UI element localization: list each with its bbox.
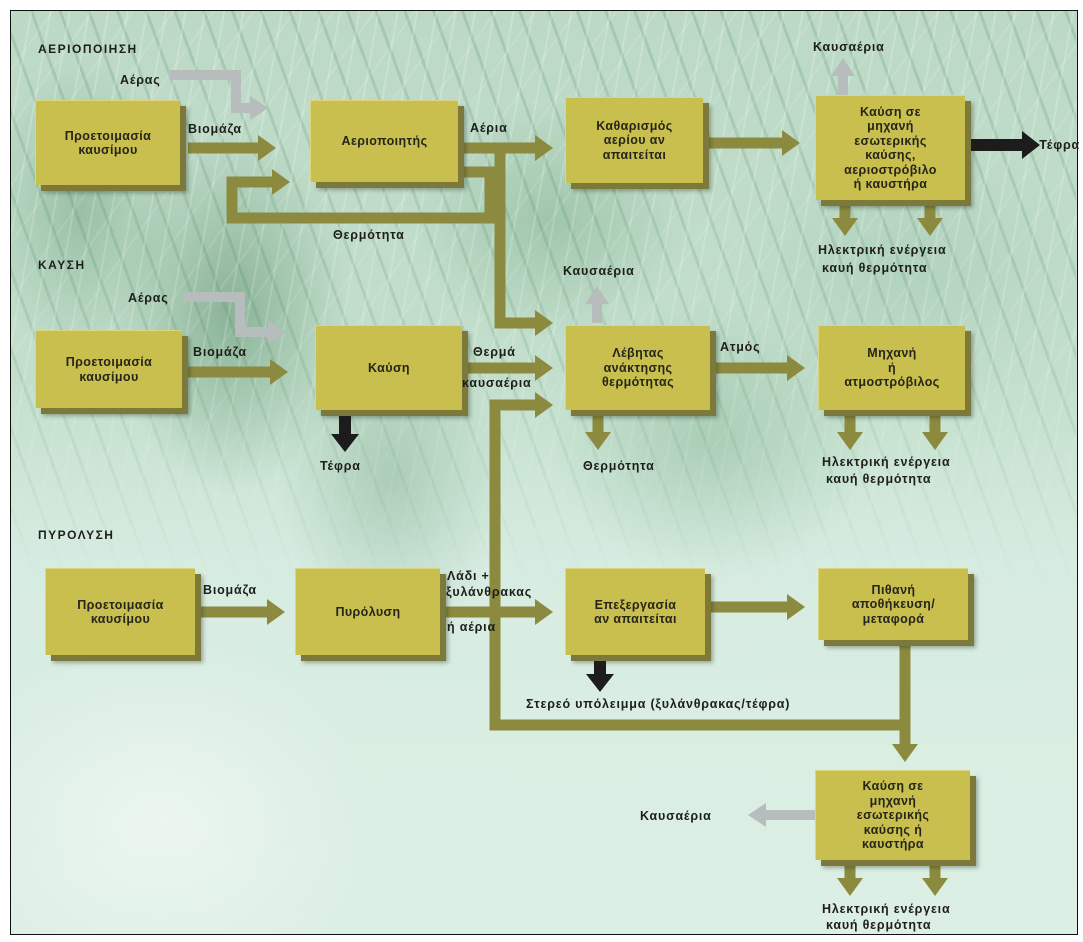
processing-box: Επεξεργασία αν απαιτείται (565, 568, 705, 655)
products-label-line2: ξυλάνθρακας (446, 585, 532, 599)
engine-label-pyrolysis: Καύση σε μηχανή εσωτερικής καύσης ή καυσ… (856, 779, 930, 852)
output-label-gasification-line1: Ηλεκτρική ενέργεια (818, 243, 947, 257)
output-label-pyrolysis-line1: Ηλεκτρική ενέργεια (822, 902, 951, 916)
fuel-preparation-box-gasification: Προετοιμασία καυσίμου (35, 100, 180, 185)
heat-label-boiler: Θερμότητα (583, 459, 655, 473)
products-label-line1: Λάδι + (447, 569, 490, 583)
heat-recovery-boiler-label: Λέβητας ανάκτησης θερμότητας (602, 346, 674, 390)
exhaust-label-gasification: Καυσαέρια (813, 40, 885, 54)
gas-branch-to-boiler-arrow (494, 148, 553, 336)
air-label-gasification: Αέρας (120, 73, 161, 87)
output-label-gasification-line2: καυή θερμότητα (822, 261, 928, 275)
gas-cleaning-label: Καθαρισμός αερίου αν απαιτείται (596, 118, 673, 162)
recycle-to-boiler-arrow (489, 392, 905, 731)
fuel-preparation-box-combustion: Προετοιμασία καυσίμου (35, 330, 182, 408)
fuel-preparation-box-pyrolysis: Προετοιμασία καυσίμου (45, 568, 195, 655)
gas-cleaning-box: Καθαρισμός αερίου αν απαιτείται (565, 97, 703, 183)
air-inlet-arrow-combustion (183, 292, 286, 344)
gasifier-box: Αεριοποιητής (310, 100, 458, 182)
combustor-box: Καύση (315, 325, 462, 410)
biomass-label-pyrolysis: Βιομάζα (203, 583, 257, 597)
steam-turbine-label: Μηχανή ή ατμοστρόβιλος (844, 346, 940, 390)
pyrolyser-label: Πυρόλυση (335, 604, 401, 619)
output-label-pyrolysis-line2: καυή θερμότητα (826, 918, 932, 932)
gases-label: Αέρια (470, 121, 508, 135)
engine-box-pyrolysis: Καύση σε μηχανή εσωτερικής καύσης ή καυσ… (815, 770, 970, 860)
hot-gases-label-line1: Θερμά (473, 345, 516, 359)
biomass-label-combustion: Βιομάζα (193, 345, 247, 359)
engine-box-gasification: Καύση σε μηχανή εσωτερικής καύσης, αεριο… (815, 95, 965, 200)
pyrolyser-box: Πυρόλυση (295, 568, 440, 655)
section-title-gasification: ΑΕΡΙΟΠΟΙΗΣΗ (38, 42, 138, 56)
fuel-preparation-label: Προετοιμασία καυσίμου (77, 597, 164, 627)
ash-label-combustion: Τέφρα (320, 459, 361, 473)
hot-gases-label-line2: καυσαέρια (462, 376, 532, 390)
heat-recovery-boiler-box: Λέβητας ανάκτησης θερμότητας (565, 325, 710, 410)
solid-residue-label: Στερεό υπόλειμμα (ξυλάνθρακας/τέφρα) (526, 697, 791, 711)
air-label-combustion: Αέρας (128, 291, 169, 305)
fuel-preparation-label: Προετοιμασία καυσίμου (65, 355, 153, 384)
exhaust-label-pyrolysis: Καυσαέρια (640, 809, 712, 823)
processing-label: Επεξεργασία αν απαιτείται (594, 597, 677, 627)
output-label-combustion-line1: Ηλεκτρική ενέργεια (822, 455, 951, 469)
heat-label-gasification: Θερμότητα (333, 228, 405, 242)
gasifier-label: Αεριοποιητής (341, 134, 428, 149)
storage-transport-box: Πιθανή αποθήκευση/ μεταφορά (818, 568, 968, 640)
engine-label-gasification: Καύση σε μηχανή εσωτερικής καύσης, αεριο… (844, 104, 937, 192)
output-label-combustion-line2: καυή θερμότητα (826, 472, 932, 486)
storage-transport-label: Πιθανή αποθήκευση/ μεταφορά (851, 582, 936, 626)
exhaust-label-boiler: Καυσαέρια (563, 264, 635, 278)
ash-label-gasification: Τέφρα (1039, 138, 1080, 152)
heat-recirculation-arrow (226, 166, 496, 224)
steam-label: Ατμός (720, 340, 761, 354)
section-title-combustion: ΚΑΥΣΗ (38, 258, 86, 272)
combustor-label: Καύση (368, 360, 410, 375)
biomass-label-gasification: Βιομάζα (188, 122, 242, 136)
steam-turbine-box: Μηχανή ή ατμοστρόβιλος (818, 325, 965, 410)
air-inlet-arrow-gasification (170, 70, 268, 120)
products-label-line3: ή αέρια (447, 620, 496, 634)
fuel-preparation-label: Προετοιμασία καυσίμου (64, 128, 152, 158)
section-title-pyrolysis: ΠΥΡΟΛΥΣΗ (38, 528, 115, 542)
